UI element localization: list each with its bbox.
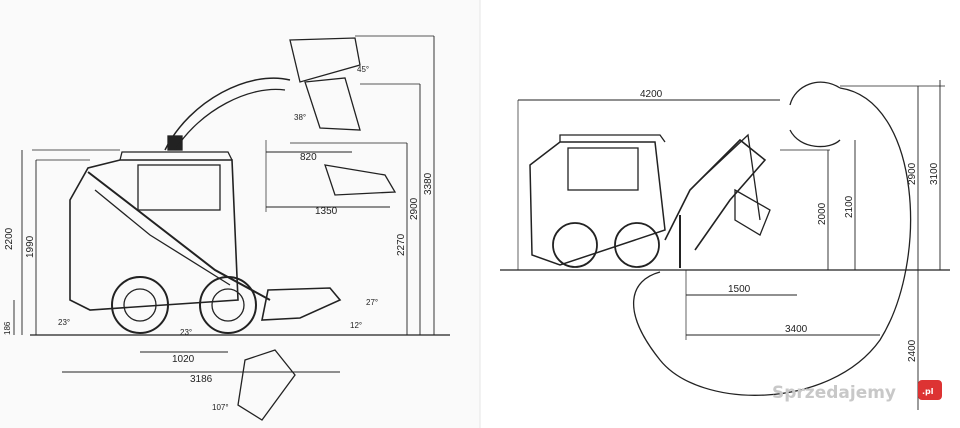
angle-107: 107° (212, 403, 229, 412)
dimension-3380: 3380 (423, 172, 434, 195)
dimension-2000: 2000 (817, 202, 828, 225)
dimension-4200: 4200 (640, 89, 663, 100)
angle-27: 27° (366, 298, 378, 307)
dimension-2270: 2270 (396, 233, 407, 256)
dimension-3186: 3186 (190, 374, 213, 385)
dimension-2200: 2200 (4, 227, 15, 250)
dimension-1500: 1500 (728, 284, 751, 295)
dimension-2900-left: 2900 (409, 197, 420, 220)
left-dimension-labels: 820 1350 1020 3186 2200 1990 2270 2900 3… (3, 65, 434, 412)
dimension-186: 186 (3, 321, 12, 335)
dimension-2100: 2100 (844, 195, 855, 218)
dimension-1350: 1350 (315, 206, 338, 217)
angle-45: 45° (357, 65, 369, 74)
sprzedajemy-watermark: Sprzedajemy .pl (772, 380, 942, 403)
skid-steer-loader-drawing (13, 35, 450, 421)
angle-23-bottom: 23° (180, 328, 192, 337)
dimension-820: 820 (300, 152, 317, 163)
dimension-3400: 3400 (785, 324, 808, 335)
dimension-1020: 1020 (172, 354, 195, 365)
dimension-2400: 2400 (907, 339, 918, 362)
backhoe-attachment-drawing (500, 80, 950, 410)
watermark-text: Sprzedajemy (772, 383, 896, 403)
dimension-2900-right: 2900 (907, 162, 918, 185)
watermark-badge: .pl (922, 387, 934, 396)
watermark-badge-bg (918, 380, 942, 400)
angle-23-rear: 23° (58, 318, 70, 327)
right-dimension-labels: 4200 1500 3400 2000 2100 2900 3100 2400 (640, 89, 940, 362)
dimension-3100: 3100 (929, 162, 940, 185)
angle-12: 12° (350, 321, 362, 330)
angle-38: 38° (294, 113, 306, 122)
dimension-1990: 1990 (25, 235, 36, 258)
